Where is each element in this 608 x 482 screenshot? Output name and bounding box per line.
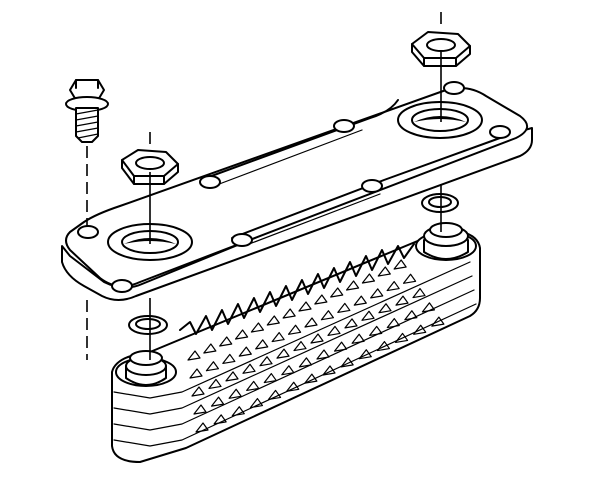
fin-tooth (286, 381, 300, 392)
fin-tooth (271, 331, 285, 343)
fin-tooth (304, 373, 318, 384)
core-left-boss (115, 350, 177, 387)
fin-tooth (242, 363, 256, 374)
fin-tooth (376, 340, 391, 352)
fin-tooth (316, 349, 330, 360)
fin-tooth (393, 259, 407, 270)
fin-tooth (395, 295, 409, 306)
fin-tooth (193, 404, 207, 415)
fin-tooth (282, 308, 296, 319)
fin-tooth (263, 372, 277, 384)
assembly-lines (86, 12, 442, 360)
fin-tooth (267, 389, 282, 401)
fin-tooth (370, 288, 384, 299)
fin-tooth (187, 350, 201, 361)
fin-tooth (213, 414, 227, 425)
fin-tooth (353, 295, 367, 306)
fin-tooth (320, 310, 335, 321)
fin-tooth (228, 388, 242, 399)
fin-tooth (304, 317, 318, 328)
fin-tooth (327, 325, 341, 337)
fin-tooth (378, 303, 392, 314)
core-plate-bands (113, 261, 477, 447)
fin-tooth (333, 341, 348, 352)
fin-tooth (314, 294, 328, 305)
hex-nut-left (121, 149, 179, 185)
fin-tooth (377, 266, 391, 277)
fin-tooth (358, 349, 372, 360)
fin-tooth (210, 396, 225, 407)
fin-tooth (249, 397, 264, 409)
fin-tooth (402, 273, 417, 284)
fin-tooth (208, 378, 222, 390)
fin-tooth (189, 368, 203, 379)
fin-tooth (246, 380, 260, 392)
core-top-fins (179, 243, 415, 335)
fin-tooth (205, 361, 220, 372)
plate-port-right (397, 101, 483, 139)
fin-tooth (287, 324, 302, 335)
fin-tooth (255, 339, 269, 350)
fin-tooth (386, 317, 400, 329)
core-right-boss (415, 222, 477, 261)
fin-tooth (404, 310, 418, 321)
fin-tooth (394, 332, 409, 344)
hex-nut-right (411, 31, 471, 67)
fin-tooth (369, 325, 383, 337)
fin-tooth (293, 340, 307, 352)
fin-tooth (259, 356, 273, 367)
fin-tooth (310, 333, 324, 344)
fin-tooth (431, 316, 445, 327)
fin-tooth (340, 357, 354, 368)
fin-tooth (412, 287, 426, 299)
fin-tooth (266, 315, 280, 326)
fin-tooth (250, 322, 265, 333)
plate-bolt-bosses (77, 81, 511, 293)
fin-tooth (413, 324, 427, 335)
finned-cooler-core (111, 222, 481, 463)
fin-tooth (276, 348, 290, 359)
fin-tooth (191, 386, 205, 397)
o-ring-seal-left (128, 315, 168, 335)
fin-tooth (386, 280, 400, 292)
fin-tooth (344, 318, 358, 329)
fin-tooth (195, 422, 209, 433)
fin-tooth (345, 280, 360, 291)
core-fin-rows (187, 259, 445, 433)
fin-tooth (421, 302, 436, 313)
fin-tooth (337, 302, 351, 314)
fin-tooth (298, 357, 313, 368)
fin-tooth (225, 371, 239, 382)
fin-tooth (322, 365, 336, 376)
fin-tooth (219, 336, 233, 347)
fin-tooth (231, 406, 245, 417)
fin-tooth (351, 333, 365, 344)
plate-rib (205, 99, 501, 239)
fin-tooth (203, 343, 217, 354)
fin-tooth (361, 273, 376, 284)
o-ring-seal-right (421, 193, 459, 213)
fin-tooth (361, 310, 375, 321)
fin-tooth (222, 353, 236, 365)
fin-tooth (234, 329, 249, 340)
fin-tooth (238, 346, 252, 357)
fin-tooth (298, 301, 312, 312)
fin-tooth (330, 287, 344, 298)
mounting-plate (61, 81, 533, 301)
flange-bolt (65, 79, 109, 143)
fin-tooth (281, 365, 295, 376)
